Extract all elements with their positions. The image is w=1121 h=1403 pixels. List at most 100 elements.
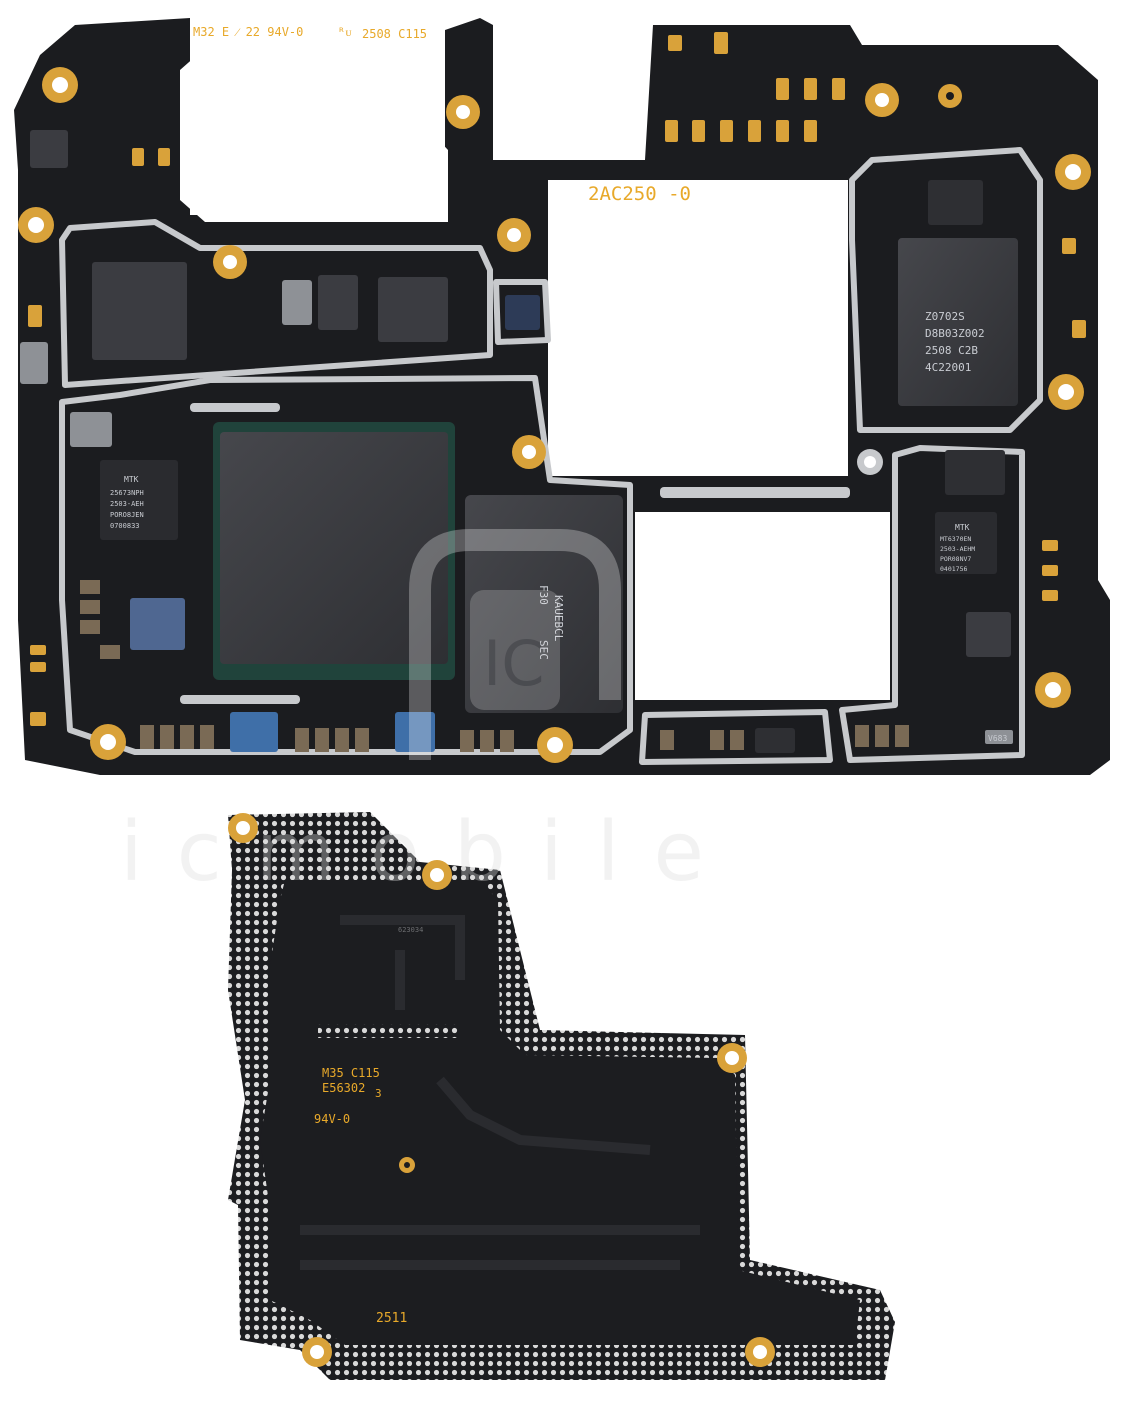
- trace: [340, 915, 465, 980]
- sub-board: M35 C115 E56302 3 94V-0 2511 623034: [228, 812, 895, 1380]
- watermark: IC: [409, 529, 621, 760]
- gold-pad: [665, 120, 678, 142]
- gold-pad: [776, 78, 789, 100]
- silkscreen-board-id: 2AC250 -0: [588, 183, 691, 205]
- capacitor: [480, 730, 494, 752]
- chip: [318, 275, 358, 330]
- mtk-left-label: 25673NPH: [110, 489, 144, 497]
- mounting-hole: [1035, 672, 1071, 708]
- capacitor: [710, 730, 724, 750]
- capacitor: [660, 730, 674, 750]
- mtk-left-label: 2503-AEH: [110, 500, 144, 508]
- chip: [378, 277, 448, 342]
- capacitor: [295, 728, 309, 752]
- chip: [230, 712, 278, 752]
- shield-bar: [190, 403, 280, 412]
- gold-pad: [1042, 590, 1058, 601]
- mounting-hole: [42, 67, 78, 103]
- capacitor: [500, 730, 514, 752]
- capacitor: [855, 725, 869, 747]
- gold-pad: [1042, 565, 1058, 576]
- gold-pad: [28, 305, 42, 327]
- gold-pad: [692, 120, 705, 142]
- gold-pad: [30, 712, 46, 726]
- memory-chip-label: D8B03Z002: [925, 327, 985, 340]
- mtk-left-label: 0700833: [110, 522, 140, 530]
- capacitor: [80, 580, 100, 594]
- chip: [945, 450, 1005, 495]
- gold-pad: [158, 148, 170, 166]
- capacitor: [730, 730, 744, 750]
- gold-pad: [132, 148, 144, 166]
- watermark-logo-box: [470, 590, 560, 710]
- chip: [20, 342, 48, 384]
- chip: [282, 280, 312, 325]
- capacitor: [460, 730, 474, 752]
- gold-pad: [804, 120, 817, 142]
- capacitor: [80, 600, 100, 614]
- chip: [70, 412, 112, 447]
- sub-silkscreen-line3: 94V-0: [314, 1112, 350, 1126]
- small-chip-label: V683: [988, 734, 1007, 743]
- mtk-chip-right: [935, 512, 997, 574]
- shield-frame-bottom-mid: [639, 709, 833, 765]
- ufs-storage-chip: [465, 495, 623, 713]
- capacitor: [100, 645, 120, 659]
- gold-pad: [30, 645, 46, 655]
- mounting-hole: [537, 727, 573, 763]
- mounting-hole: [90, 724, 126, 760]
- chip: [966, 612, 1011, 657]
- small-chip: [985, 730, 1013, 744]
- mtk-right-label: 0401756: [940, 565, 967, 573]
- watermark-logo-shape: [409, 529, 621, 760]
- shield-frame-small: [493, 279, 551, 345]
- memory-chip-label: 4C22001: [925, 361, 971, 374]
- mounting-hole: [938, 84, 962, 108]
- capacitor: [80, 620, 100, 634]
- mounting-hole: [422, 860, 452, 890]
- watermark-text: icmobile: [120, 805, 738, 900]
- camera-cutout: [180, 48, 448, 222]
- capacitor: [875, 725, 889, 747]
- gold-pad: [30, 662, 46, 672]
- ufs-chip-label: KAUEBCL: [552, 595, 565, 642]
- center-cutout-lower: [635, 512, 890, 700]
- mounting-hole: [18, 207, 54, 243]
- chip: [30, 130, 68, 168]
- shield-frame-left-top: [59, 219, 493, 388]
- capacitor: [140, 725, 154, 749]
- mounting-holes: [18, 67, 1091, 763]
- capacitor: [200, 725, 214, 749]
- capacitor: [895, 725, 909, 747]
- main-board: M32 E ⁄ 22 94V-0 ᴿᴜ 2508 C115 2AC250 -0 …: [14, 18, 1110, 775]
- mounting-hole: [302, 1337, 332, 1367]
- chip: [92, 262, 187, 360]
- chip: [928, 180, 983, 225]
- capacitor: [180, 725, 194, 749]
- silkscreen-top-label: M32 E ⁄ 22 94V-0: [193, 25, 303, 39]
- ufs-chip-label: SEC: [537, 640, 550, 660]
- trace: [436, 1076, 651, 1155]
- mounting-hole: [446, 95, 480, 129]
- gold-pad: [714, 32, 728, 54]
- gold-pad: [832, 78, 845, 100]
- capacitor: [355, 728, 369, 752]
- mtk-left-label: MTK: [124, 475, 139, 484]
- mtk-chip-left: [100, 460, 178, 540]
- gold-pad: [776, 120, 789, 142]
- sub-silkscreen-date: 2511: [376, 1311, 407, 1326]
- watermark-logo-text: IC: [483, 627, 545, 700]
- mounting-hole: [1048, 374, 1084, 410]
- mounting-hole: [857, 449, 883, 475]
- sub-silkscreen-line1: M35 C115: [322, 1066, 380, 1080]
- soc-die: [220, 432, 448, 664]
- mtk-right-label: MT6370EN: [940, 535, 971, 543]
- memory-chip: [898, 238, 1018, 406]
- shield-bar: [180, 695, 300, 704]
- via-strip: [318, 1024, 458, 1038]
- silkscreen-ul-mark: ᴿᴜ: [338, 25, 352, 39]
- capacitor: [335, 728, 349, 752]
- sub-silkscreen-line2-suffix: 3: [375, 1087, 382, 1100]
- sub-small-code: 623034: [398, 926, 423, 934]
